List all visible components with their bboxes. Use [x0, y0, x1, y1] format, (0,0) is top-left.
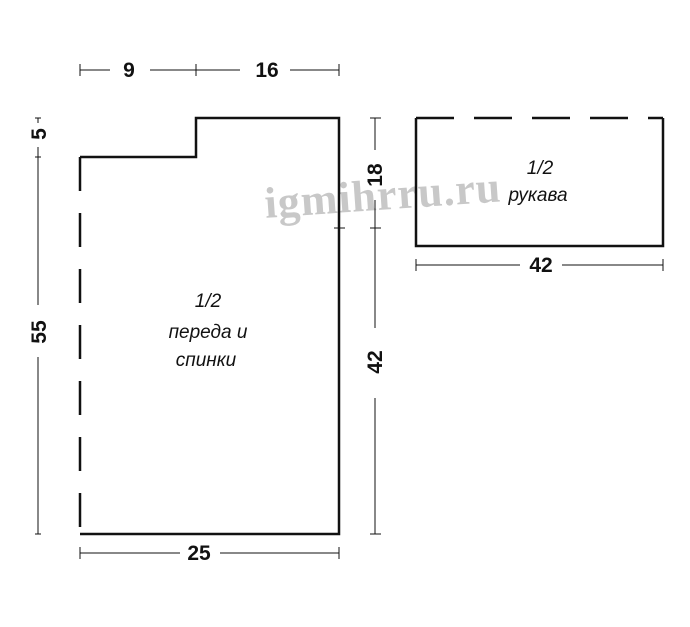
sleeve-piece — [414, 116, 665, 248]
sleeve-label-fraction: 1/2 — [527, 158, 554, 179]
dim-shoulder-drop: 5 — [28, 128, 51, 140]
body-outline — [80, 116, 341, 536]
dim-shoulder-width: 9 — [123, 59, 135, 82]
dim-total-height: 55 — [28, 320, 51, 344]
dim-neck-width: 16 — [255, 59, 278, 82]
body-label-fraction: 1/2 — [195, 291, 222, 312]
dimension-left — [35, 117, 41, 535]
dim-sleeve-width: 42 — [529, 254, 552, 277]
dim-side-length: 42 — [364, 350, 387, 373]
dimension-bottom — [79, 547, 340, 559]
sleeve-label-name: рукава — [507, 185, 567, 206]
body-label-name-1: переда и — [169, 322, 248, 343]
dimension-right — [334, 117, 381, 535]
dimension-top — [79, 64, 340, 76]
body-piece — [78, 116, 341, 536]
body-label-name-2: спинки — [176, 350, 237, 371]
dim-body-width: 25 — [187, 542, 211, 565]
sleeve-outline — [414, 118, 665, 248]
dim-armhole-depth: 18 — [364, 163, 387, 187]
dimension-sleeve-bottom — [415, 259, 664, 271]
